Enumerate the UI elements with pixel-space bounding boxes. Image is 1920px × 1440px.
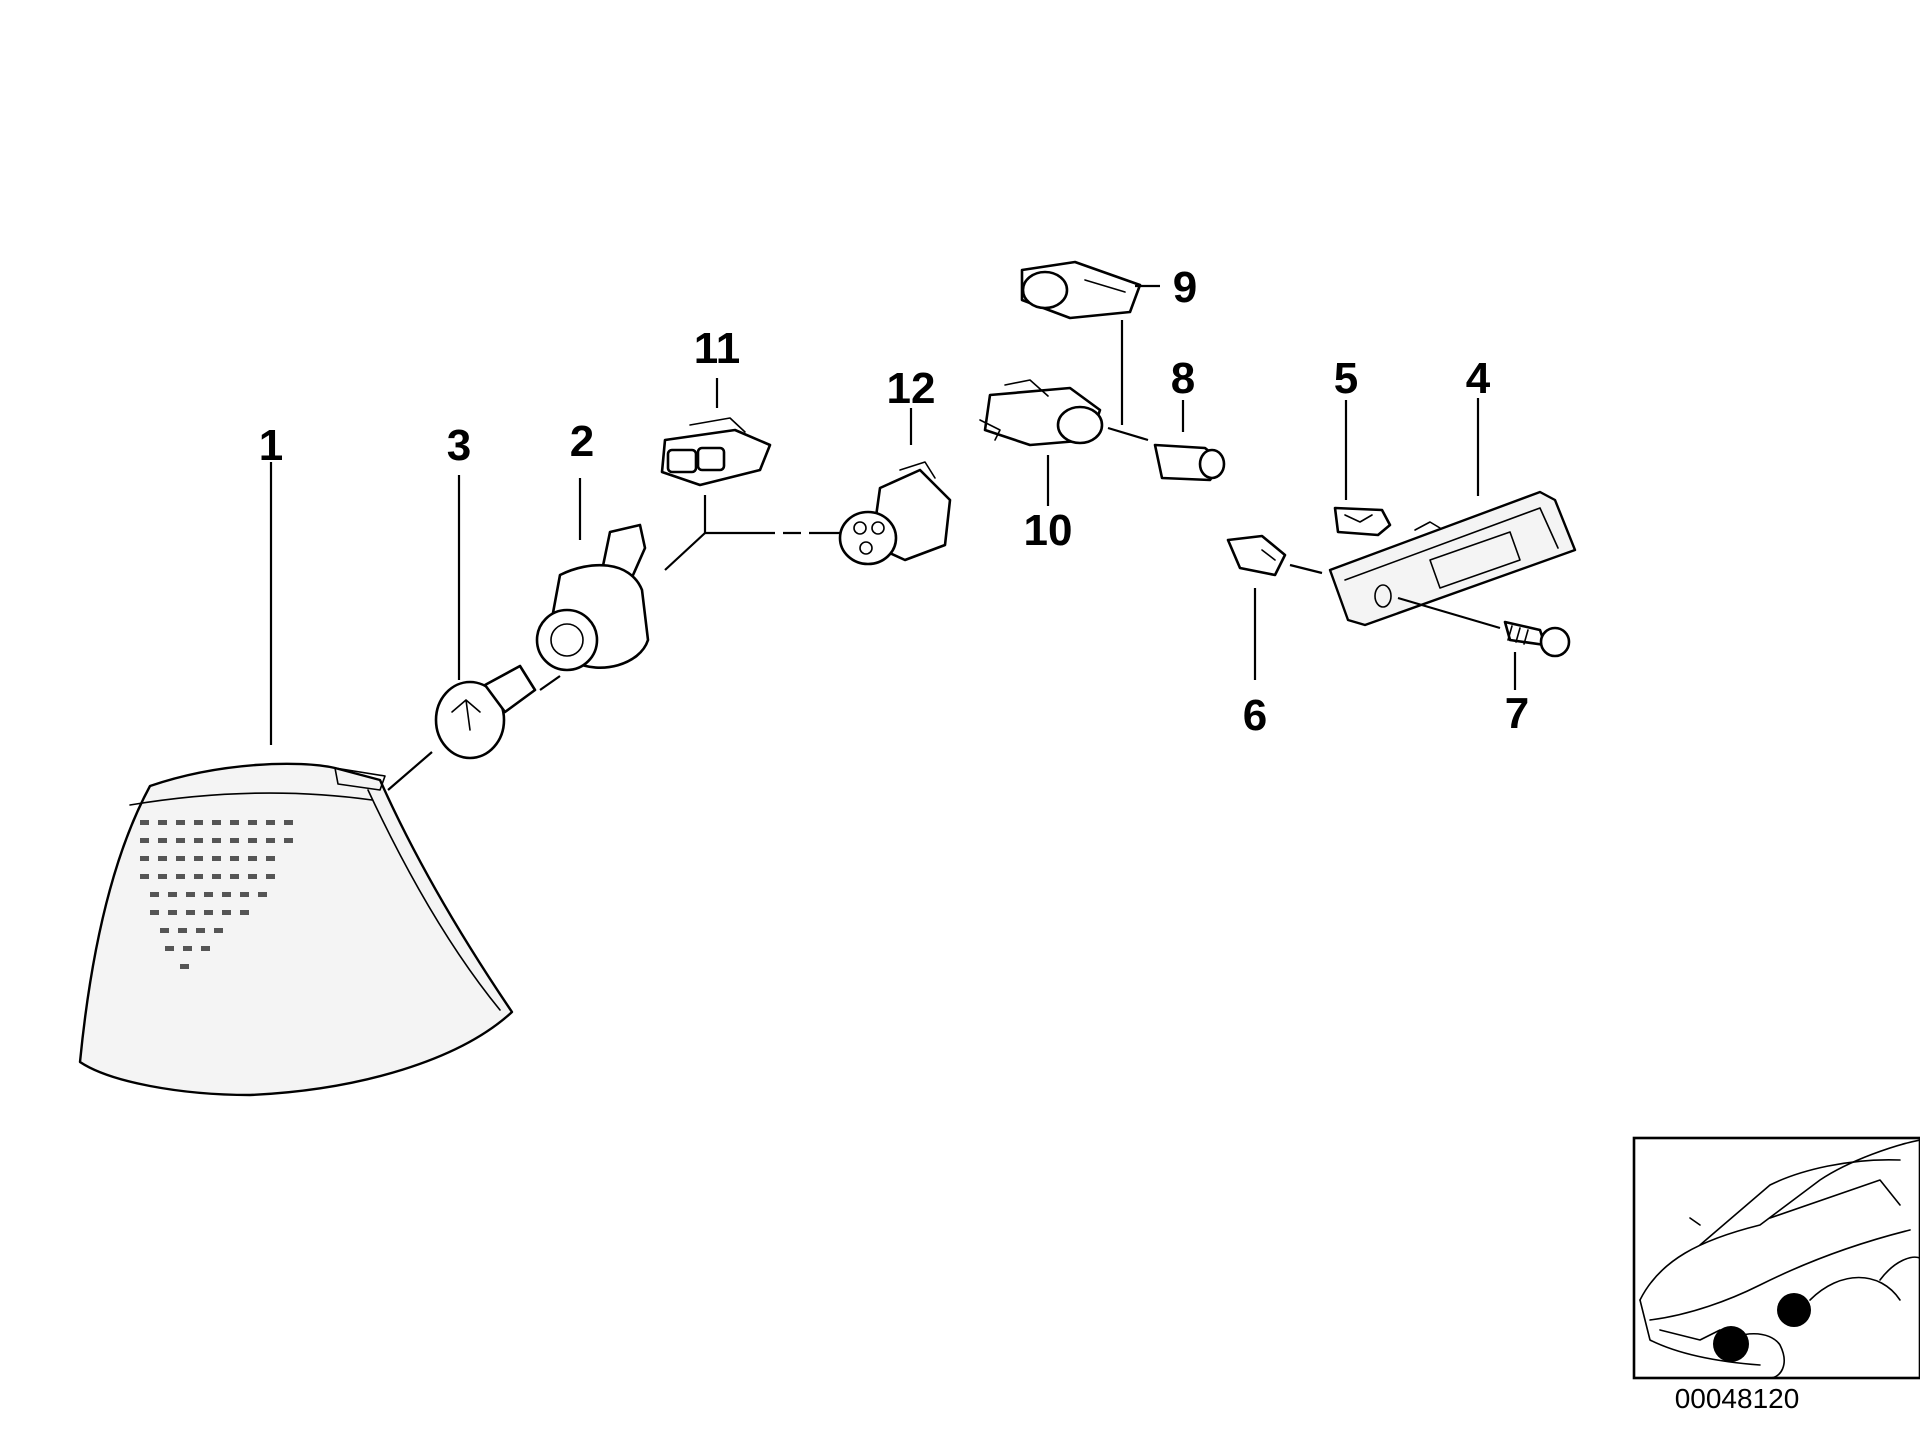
part-9-holder: [1020, 260, 1160, 442]
callout-2: 2: [570, 417, 594, 466]
part-2-bulb-socket: [535, 478, 650, 691]
callout-1: 1: [259, 421, 283, 470]
part-12-connector: [838, 408, 952, 566]
part-3-bulb: [387, 475, 537, 791]
callout-4: 4: [1466, 354, 1491, 403]
part-10-holder: [979, 379, 1104, 506]
callout-7: 7: [1505, 689, 1529, 738]
callout-9: 9: [1173, 263, 1197, 312]
part-11-plug: [660, 378, 772, 487]
wiring-leader: [664, 495, 840, 571]
part-8-small-bulb: [1153, 400, 1226, 482]
callout-6: 6: [1243, 691, 1267, 740]
lens-pattern: [140, 820, 293, 969]
callout-10: 10: [1024, 506, 1073, 555]
part-1-indicator-lens: [78, 462, 514, 1097]
diagram-reference-code: 00048120: [1675, 1383, 1800, 1414]
location-marker-side: [1777, 1293, 1811, 1327]
callout-3: 3: [447, 421, 471, 470]
part-5-wedge-bulb: [1333, 400, 1392, 537]
location-marker-front: [1713, 1326, 1749, 1362]
part-4-side-marker: [1328, 398, 1577, 627]
part-6-clip: [1226, 534, 1323, 680]
callout-5: 5: [1334, 354, 1358, 403]
car-outline: [1639, 1139, 1920, 1379]
part-7-screw: [1397, 596, 1571, 690]
callout-8: 8: [1171, 354, 1195, 403]
vehicle-location-inset: [1632, 1136, 1920, 1380]
callout-11: 11: [694, 324, 741, 373]
callout-12: 12: [887, 364, 936, 413]
